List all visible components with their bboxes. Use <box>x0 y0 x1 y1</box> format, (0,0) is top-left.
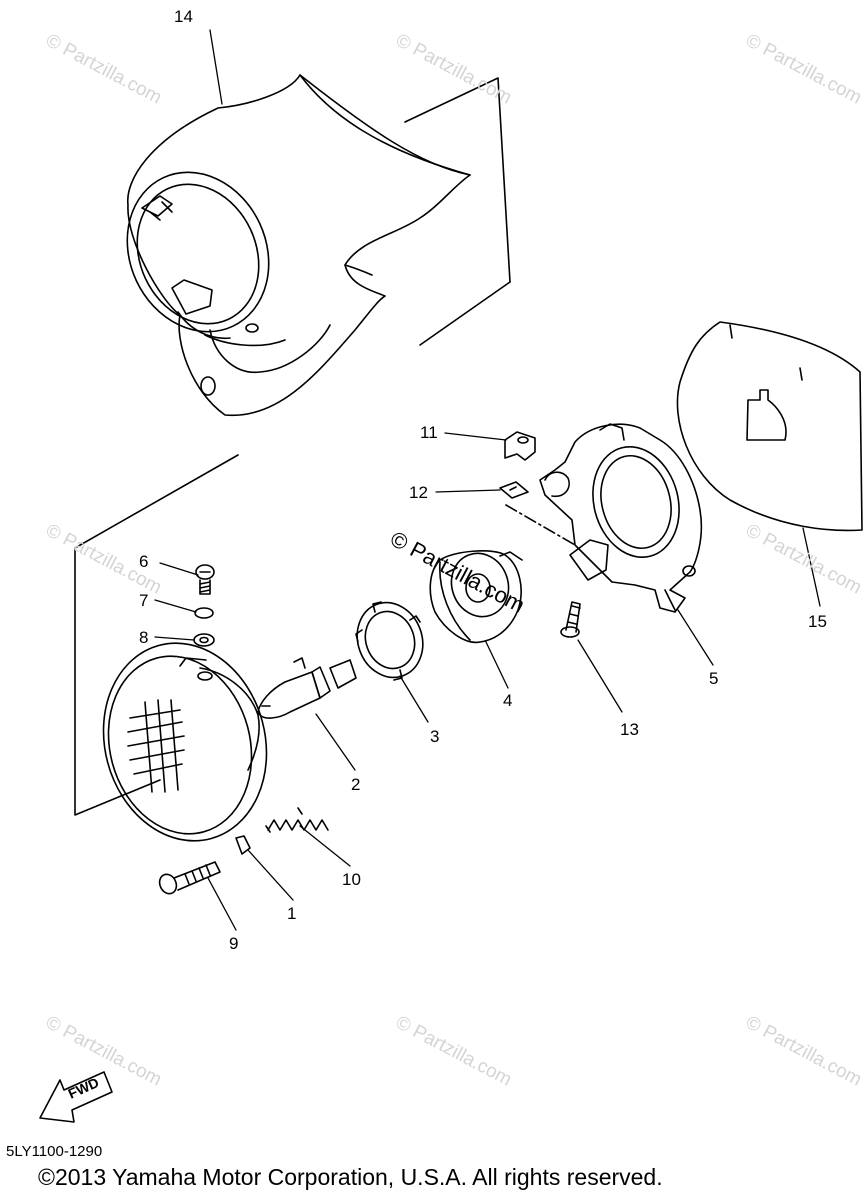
diagram-code: 5LY1100-1290 <box>6 1143 103 1160</box>
headlight-bracket-part-5 <box>539 423 703 613</box>
callout-6: 6 <box>139 552 149 571</box>
copyright-notice: ©2013 Yamaha Motor Corporation, U.S.A. A… <box>38 1164 663 1190</box>
bulb-part-2 <box>257 657 357 719</box>
callout-15: 15 <box>808 612 827 631</box>
callout-10: 10 <box>342 870 361 889</box>
alignment-line <box>505 504 576 546</box>
retaining-ring-part-3 <box>355 601 424 681</box>
callout-8: 8 <box>139 628 149 647</box>
socket-holder-part-4 <box>429 550 523 644</box>
leader-lines <box>154 29 821 931</box>
washer-part-8 <box>193 633 215 647</box>
callout-12: 12 <box>409 483 428 502</box>
fwd-arrow-icon <box>39 1071 113 1123</box>
callout-4: 4 <box>503 691 513 710</box>
callout-3: 3 <box>430 727 440 746</box>
callout-1: 1 <box>287 904 297 923</box>
callout-9: 9 <box>229 934 239 953</box>
headlight-unit-part-1 <box>102 642 268 855</box>
assembly-boundary-lines <box>74 77 511 816</box>
gasket-plate-part-15 <box>676 321 863 532</box>
clip-part-11 <box>504 431 536 461</box>
screw-part-6 <box>195 564 215 595</box>
callout-11: 11 <box>420 423 438 442</box>
nut-clip-part-12 <box>499 481 529 499</box>
callout-14: 14 <box>174 7 193 26</box>
screw-part-13 <box>560 601 581 638</box>
callout-13: 13 <box>620 720 639 739</box>
spring-part-10 <box>265 807 329 833</box>
callout-2: 2 <box>351 775 361 794</box>
callout-5: 5 <box>709 669 719 688</box>
spring-washer-part-7 <box>194 607 214 619</box>
screw-part-9 <box>158 861 221 895</box>
callout-7: 7 <box>139 591 149 610</box>
headlight-cowl-part-14 <box>126 74 471 417</box>
